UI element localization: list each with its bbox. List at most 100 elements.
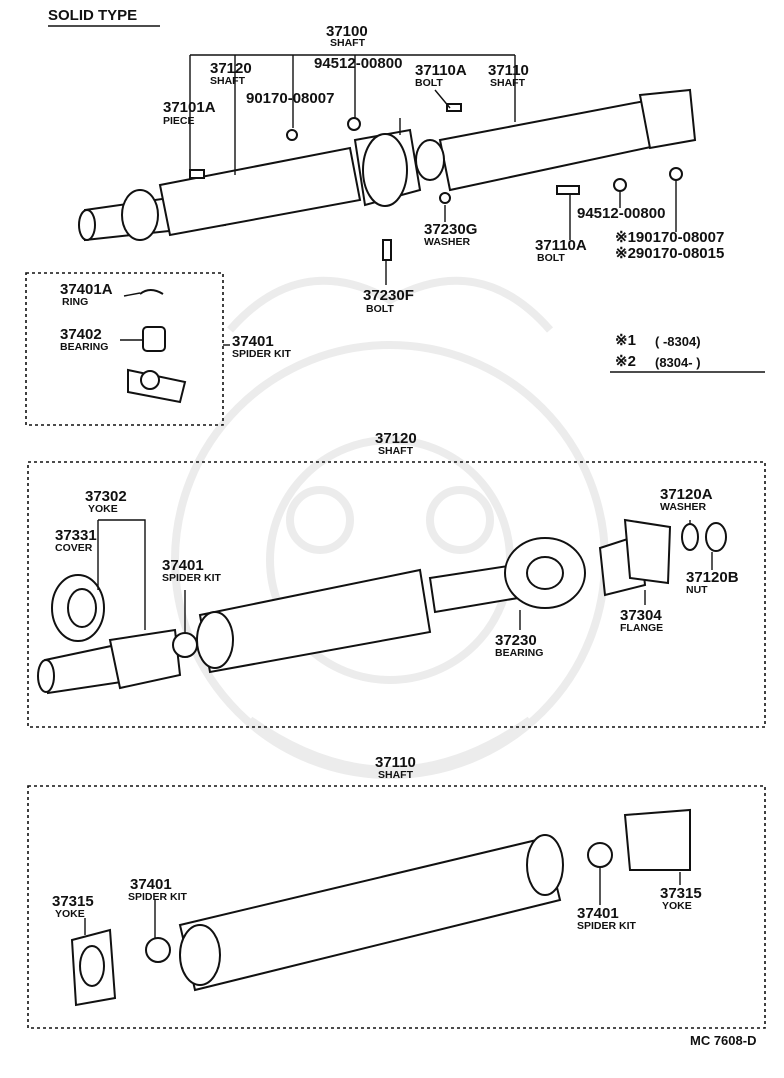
label-name: WASHER (424, 236, 471, 248)
label-name: FLANGE (620, 622, 663, 634)
label-number: 37331 (55, 527, 97, 544)
label-number: ※290170-08015 (615, 245, 724, 262)
label-name: BOLT (537, 252, 565, 264)
section-name: SHAFT (378, 769, 414, 781)
bolt-icon (382, 239, 392, 261)
leader-line (434, 89, 451, 109)
bottom-dashed-frame (27, 785, 766, 1029)
front-yoke (121, 189, 159, 241)
note-mark: ※1 (615, 332, 636, 349)
label-number: 37230 (495, 632, 537, 649)
label-number: 37401 (232, 333, 274, 350)
label-number: 37100 (326, 23, 368, 40)
note-range: ( -8304) (655, 334, 701, 349)
label-number: 37110A (415, 62, 467, 79)
leader-37302 (97, 519, 146, 630)
label-number: 37230G (424, 221, 477, 238)
stub-end (78, 209, 96, 241)
washer-icon (613, 178, 627, 192)
spider-icon (145, 937, 171, 963)
leader-line (123, 292, 141, 297)
nut-icon (705, 522, 727, 552)
label-name: SHAFT (330, 37, 366, 49)
label-name: PIECE (163, 115, 195, 127)
label-number: 37401 (162, 557, 204, 574)
note-range: (8304- ) (655, 355, 701, 370)
label-number: 37304 (620, 607, 662, 624)
label-name: SPIDER KIT (162, 572, 222, 584)
label-number: 37315 (52, 893, 94, 910)
nut-icon (286, 129, 298, 141)
middle-yoke (415, 139, 445, 181)
bearing-inner (526, 556, 564, 590)
spider-kit-box: 37401A RING 37402 BEARING 37401 SPIDER K… (25, 272, 292, 426)
label-name: SPIDER KIT (232, 348, 292, 360)
cover-inner (67, 588, 97, 628)
label-number: 37230F (363, 287, 414, 304)
bolt-icon (556, 185, 580, 195)
section-number: 37120 (375, 430, 417, 447)
yoke-icon (623, 808, 691, 871)
label-number: 37302 (85, 488, 127, 505)
tube-yoke (179, 924, 221, 986)
label-number: 37315 (660, 885, 702, 902)
nut-icon (669, 167, 683, 181)
label-number: 37120A (660, 486, 713, 503)
label-number: 37402 (60, 326, 102, 343)
diagram-code: MC 7608-D (690, 1033, 756, 1048)
spider-kit-dashed-frame (25, 272, 224, 426)
section-number: 37110 (375, 754, 416, 771)
diagram-title: SOLID TYPE (48, 7, 137, 24)
label-number: 94512-00800 (577, 205, 665, 222)
washer-icon (439, 192, 451, 204)
tube-yoke (526, 834, 564, 896)
washer-icon (681, 523, 699, 551)
top-assembly: 37100 SHAFT 94512-00800 37110A BOLT 3711… (78, 23, 724, 315)
middle-assembly: 37120 SHAFT 37302 YOKE 37331 COV (27, 430, 766, 728)
leader-37100 (189, 54, 516, 175)
notes: ※1 ( -8304) ※2 (8304- ) (610, 332, 765, 373)
label-number: 37401 (577, 905, 619, 922)
label-name: SHAFT (210, 75, 246, 87)
spider-cap (140, 370, 160, 390)
washer-icon (347, 117, 361, 131)
yoke-hole (79, 945, 105, 987)
label-name: BEARING (60, 341, 108, 353)
section-name: SHAFT (378, 445, 414, 457)
label-name: NUT (686, 584, 708, 596)
label-name: BOLT (415, 77, 443, 89)
label-number: 37110 (488, 62, 529, 79)
label-name: SPIDER KIT (128, 891, 188, 903)
note-mark: ※2 (615, 353, 636, 370)
label-number: 90170-08007 (246, 90, 334, 107)
label-number: 94512-00800 (314, 55, 402, 72)
label-name: RING (62, 296, 88, 308)
rear-flange-yoke (638, 88, 697, 150)
center-bearing-ring (362, 133, 408, 207)
label-number: 37110A (535, 237, 587, 254)
ring-icon (139, 289, 164, 295)
middle-dashed-frame (27, 461, 766, 728)
tube (178, 836, 562, 992)
flange-icon (623, 518, 672, 585)
spider-icon (587, 842, 613, 868)
label-name: WASHER (660, 501, 707, 513)
label-name: BOLT (366, 303, 394, 315)
label-number: 37120 (210, 60, 252, 77)
bolt-icon (446, 103, 462, 112)
rear-tube (438, 98, 662, 192)
label-name: SHAFT (490, 77, 526, 89)
bearing-icon (142, 326, 166, 352)
piece-icon (189, 169, 205, 179)
label-name: SPIDER KIT (577, 920, 637, 932)
label-name: YOKE (55, 908, 85, 920)
label-number: ※190170-08007 (615, 229, 724, 246)
label-name: YOKE (662, 900, 692, 912)
label-number: 37120B (686, 569, 739, 586)
label-number: 37101A (163, 99, 216, 116)
front-tube (158, 146, 362, 237)
yoke-icon (108, 628, 182, 690)
stub-end (37, 659, 55, 693)
label-name: YOKE (88, 503, 118, 515)
